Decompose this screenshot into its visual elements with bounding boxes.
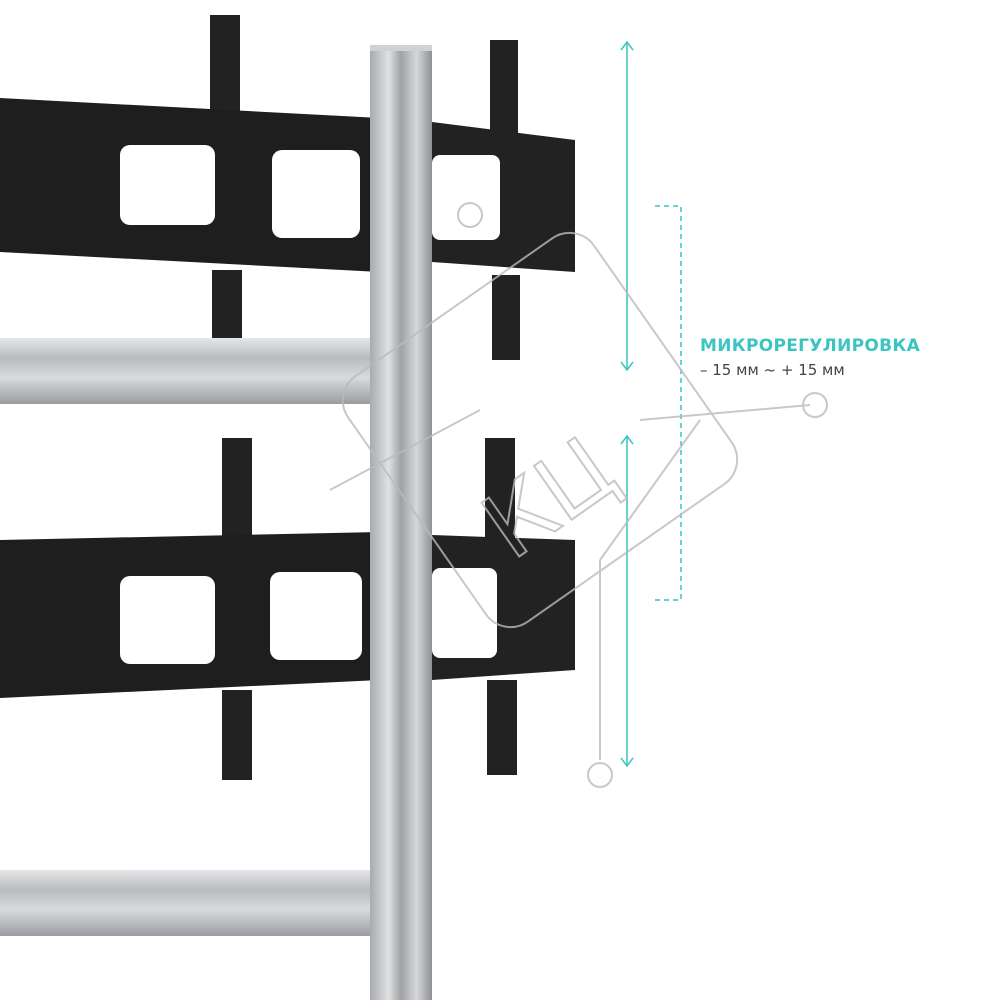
adjustment-arrows [620,40,682,768]
black-bar-lower [0,532,575,698]
bracket-top-left [210,15,520,780]
annotation-range: – 15 мм ~ + 15 мм [700,361,845,379]
black-bar-upper [0,98,575,272]
annotation-title: МИКРОРЕГУЛИРОВКА [700,336,921,356]
rail-upper [0,338,385,404]
rail-lower [0,870,385,936]
